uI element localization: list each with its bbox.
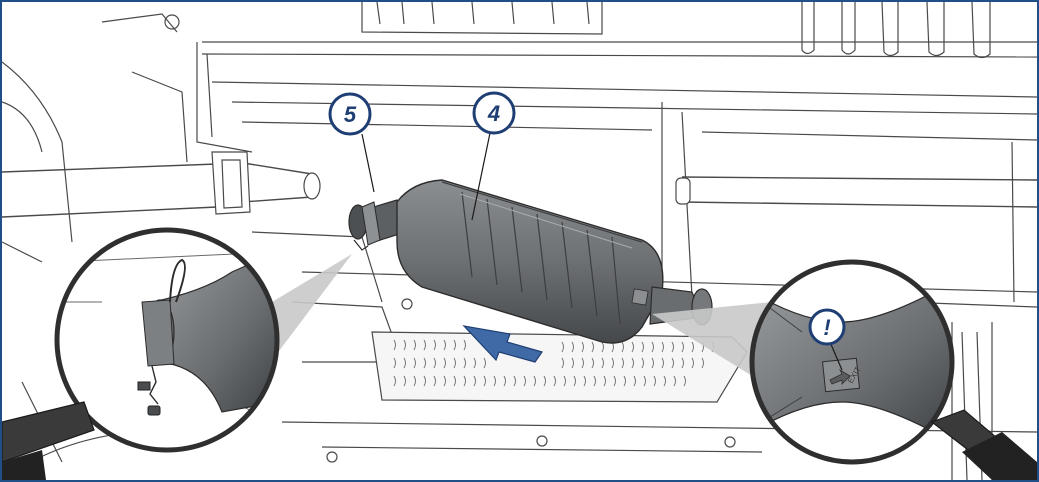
exit-marking-magnifier: EXIT	[652, 259, 1037, 480]
clamp-detail-magnifier	[2, 227, 352, 480]
callout-warning-label: !	[823, 315, 830, 340]
catalytic-converter	[348, 179, 713, 344]
callout-4-label: 4	[487, 101, 500, 126]
heat-shield	[371, 331, 748, 403]
callout-5: 5	[328, 92, 375, 193]
callout-warning: !	[808, 308, 846, 371]
callout-4: 4	[471, 91, 516, 221]
callout-5-label: 5	[344, 102, 357, 127]
flow-direction-arrow	[462, 325, 543, 363]
